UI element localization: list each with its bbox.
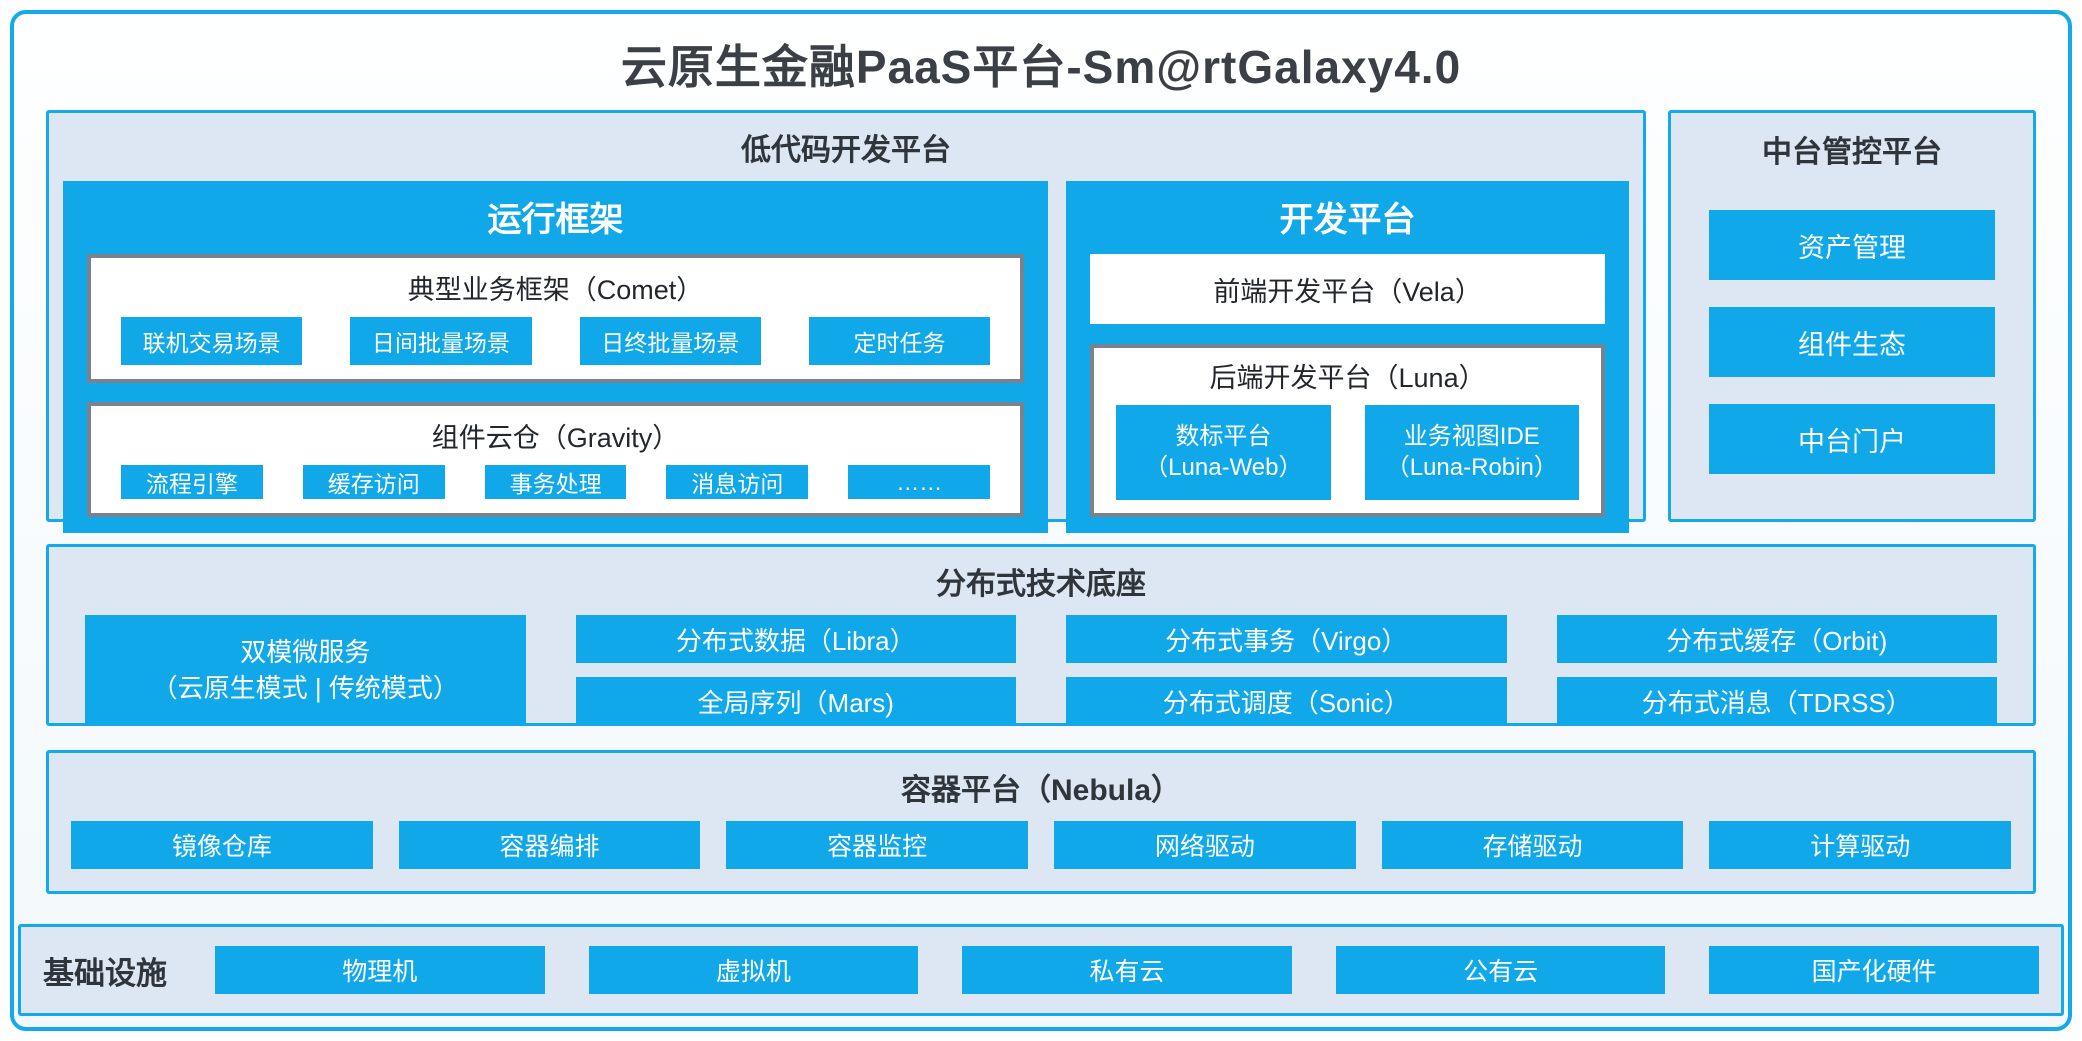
diagram-node: 容器监控 <box>726 821 1029 869</box>
top-row: 低代码开发平台 运行框架 典型业务框架（Comet） 联机交易场景 日间批量场景… <box>46 110 2036 533</box>
diagram-content: 低代码开发平台 运行框架 典型业务框架（Comet） 联机交易场景 日间批量场景… <box>46 110 2036 894</box>
gravity-nodes: 流程引擎 缓存访问 事务处理 消息访问 …… <box>117 465 994 499</box>
diagram-node: 事务处理 <box>484 465 627 499</box>
container-nodes: 镜像仓库 容器编排 容器监控 网络驱动 存储驱动 计算驱动 <box>71 821 2012 869</box>
luna-title: 后端开发平台（Luna） <box>1209 363 1486 393</box>
diagram-node: 联机交易场景 <box>121 317 303 365</box>
diagram-node: 分布式消息（TDRSS） <box>1556 677 1997 725</box>
diagram-node: 日终批量场景 <box>579 317 761 365</box>
node-line: 双模微服务 <box>240 636 371 667</box>
infrastructure-title: 基础设施 <box>43 955 167 991</box>
diagram-node: 国产化硬件 <box>1709 946 2039 994</box>
diagram-frame: 云原生金融PaaS平台-Sm@rtGalaxy4.0 低代码开发平台 运行框架 … <box>10 10 2072 1031</box>
dev-platform-box: 开发平台 前端开发平台（Vela） 后端开发平台（Luna） 数标平台 （Lun… <box>1066 181 1629 533</box>
node-line: 数标平台 <box>1175 422 1272 450</box>
vela-box: 前端开发平台（Vela） <box>1090 254 1605 324</box>
comet-title: 典型业务框架（Comet） <box>407 275 704 305</box>
node-line: （云原生模式 | 传统模式） <box>151 673 459 703</box>
diagram-node: 网络驱动 <box>1054 821 1356 869</box>
diagram-node: 缓存访问 <box>302 465 445 499</box>
gravity-title: 组件云仓（Gravity） <box>431 423 680 453</box>
diagram-node-ellipsis: …… <box>848 465 991 499</box>
node-line: （Luna-Robin） <box>1385 453 1558 481</box>
low-code-title: 低代码开发平台 <box>741 134 951 167</box>
container-platform-title: 容器平台（Nebula） <box>900 774 1182 807</box>
runtime-framework-box: 运行框架 典型业务框架（Comet） 联机交易场景 日间批量场景 日终批量场景 … <box>63 181 1049 533</box>
diagram-node: 镜像仓库 <box>71 821 373 869</box>
distributed-nodes: 双模微服务 （云原生模式 | 传统模式） 分布式数据（Libra） 分布式事务（… <box>85 615 1997 725</box>
diagram-node: 物理机 <box>215 946 545 994</box>
diagram-node: 私有云 <box>962 946 1292 994</box>
diagram-node: 虚拟机 <box>588 946 919 994</box>
panel-mid-platform: 中台管控平台 资产管理 组件生态 中台门户 <box>1668 110 2036 522</box>
diagram-node: 流程引擎 <box>121 465 263 499</box>
dev-platform-title: 开发平台 <box>1279 201 1416 239</box>
diagram-node: 日间批量场景 <box>350 317 532 365</box>
node-line: （Luna-Web） <box>1144 453 1303 481</box>
panel-distributed-base: 分布式技术底座 双模微服务 （云原生模式 | 传统模式） 分布式数据（Libra… <box>46 544 2036 726</box>
panel-container-platform: 容器平台（Nebula） 镜像仓库 容器编排 容器监控 网络驱动 存储驱动 计算… <box>46 750 2036 894</box>
page-title: 云原生金融PaaS平台-Sm@rtGalaxy4.0 <box>620 41 1462 93</box>
diagram-node: 存储驱动 <box>1381 821 1684 869</box>
node-line: 业务视图IDE <box>1403 422 1540 450</box>
diagram-node: 资产管理 <box>1709 210 1995 280</box>
diagram-node: 分布式调度（Sonic） <box>1066 677 1507 725</box>
diagram-node: 定时任务 <box>808 317 991 365</box>
panel-low-code: 低代码开发平台 运行框架 典型业务框架（Comet） 联机交易场景 日间批量场景… <box>46 110 1646 533</box>
diagram-node: 分布式数据（Libra） <box>575 615 1016 663</box>
panel-infrastructure: 基础设施 物理机 虚拟机 私有云 公有云 国产化硬件 <box>18 924 2064 1016</box>
diagram-node: 分布式缓存（Orbit) <box>1556 615 1997 663</box>
mid-platform-title: 中台管控平台 <box>1762 136 1942 169</box>
comet-box: 典型业务框架（Comet） 联机交易场景 日间批量场景 日终批量场景 定时任务 <box>87 254 1025 383</box>
diagram-node: 消息访问 <box>666 465 809 499</box>
diagram-node: 计算驱动 <box>1709 821 2012 869</box>
diagram-node: 业务视图IDE （Luna-Robin） <box>1364 405 1580 500</box>
luna-nodes: 数标平台 （Luna-Web） 业务视图IDE （Luna-Robin） <box>1114 405 1581 500</box>
diagram-node: 组件生态 <box>1709 307 1995 377</box>
runtime-framework-title: 运行框架 <box>487 201 624 239</box>
mid-platform-nodes: 资产管理 组件生态 中台门户 <box>1709 183 1995 501</box>
gravity-box: 组件云仓（Gravity） 流程引擎 缓存访问 事务处理 消息访问 …… <box>87 402 1025 517</box>
diagram-node: 分布式事务（Virgo） <box>1066 615 1507 663</box>
diagram-node: 公有云 <box>1335 946 1666 994</box>
comet-nodes: 联机交易场景 日间批量场景 日终批量场景 定时任务 <box>117 317 994 365</box>
low-code-body: 运行框架 典型业务框架（Comet） 联机交易场景 日间批量场景 日终批量场景 … <box>63 181 1629 533</box>
distributed-title: 分布式技术底座 <box>936 568 1146 601</box>
diagram-node: 中台门户 <box>1709 404 1995 474</box>
diagram-node: 数标平台 （Luna-Web） <box>1116 405 1331 500</box>
luna-box: 后端开发平台（Luna） 数标平台 （Luna-Web） 业务视图IDE （Lu… <box>1090 344 1605 517</box>
diagram-node: 全局序列（Mars) <box>575 677 1016 725</box>
diagram-node: 双模微服务 （云原生模式 | 传统模式） <box>85 615 526 725</box>
diagram-node: 容器编排 <box>398 821 701 869</box>
